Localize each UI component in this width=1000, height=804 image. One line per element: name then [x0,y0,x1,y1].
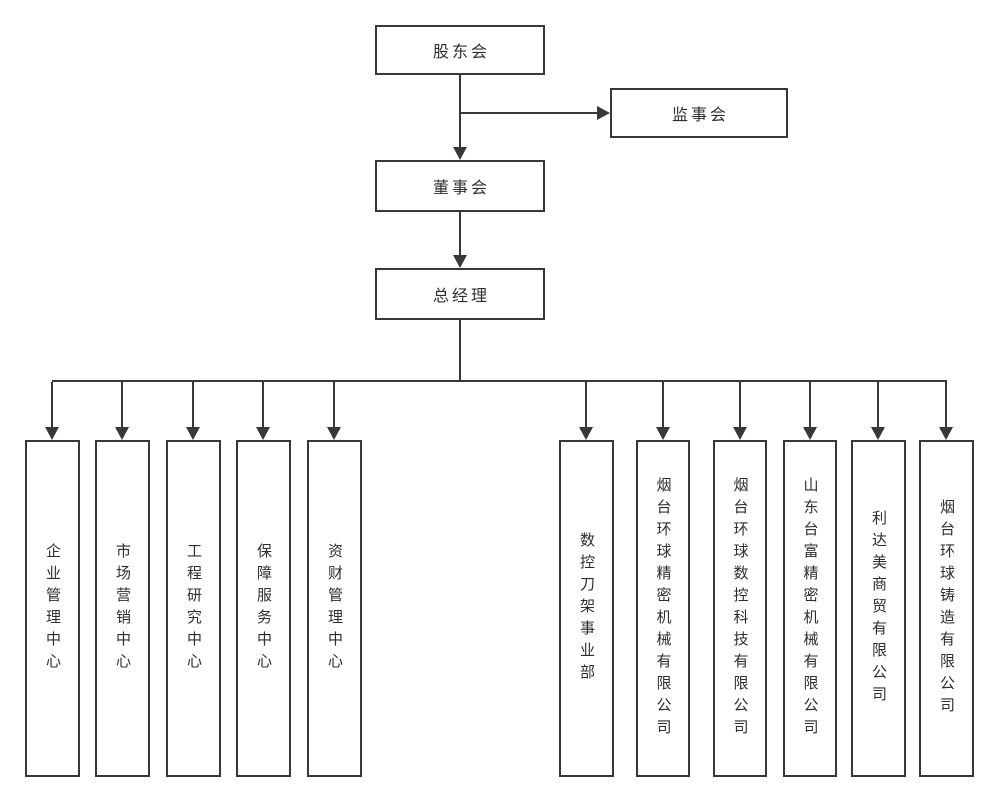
arrow-down-icon [453,255,467,268]
arrow-down-icon [733,427,747,440]
unit-label: 山东台富精密机械有限公司 [801,476,819,741]
unit-label: 企业管理中心 [44,542,61,675]
node-supervisory-board: 监事会 [610,88,788,138]
unit-box-engineering-research: 工程研究中心 [166,440,221,777]
unit-label: 市场营销中心 [114,542,131,675]
unit-box-cnc-tool-holder-division: 数控刀架事业部 [559,440,614,777]
arrow-down-icon [186,427,200,440]
unit-box-enterprise-management: 企业管理中心 [25,440,80,777]
connector-drop-line [192,382,194,428]
unit-label: 保障服务中心 [255,542,272,675]
connector-drop-line [739,382,741,428]
arrow-down-icon [453,147,467,160]
connector-shareholders-supervisory-line [459,112,598,114]
arrow-down-icon [115,427,129,440]
connector-drop-line [585,382,587,428]
arrow-down-icon [939,427,953,440]
unit-box-yantai-huanqiu-casting: 烟台环球铸造有限公司 [919,440,974,777]
arrow-down-icon [579,427,593,440]
node-shareholders-label: 股东会 [432,44,490,61]
unit-label: 烟台环球数控科技有限公司 [731,476,749,741]
arrow-down-icon [803,427,817,440]
connector-drop-line [333,382,335,428]
unit-label: 利达美商贸有限公司 [870,509,887,708]
unit-box-asset-management: 资财管理中心 [307,440,362,777]
unit-label: 烟台环球铸造有限公司 [938,498,955,719]
arrow-down-icon [871,427,885,440]
arrow-right-icon [597,106,610,120]
connector-drop-line [877,382,879,428]
unit-label: 资财管理中心 [326,542,343,675]
arrow-down-icon [656,427,670,440]
connector-shareholders-board-line [459,75,461,148]
unit-label: 烟台环球精密机械有限公司 [654,476,672,741]
connector-bus-line [52,380,947,382]
arrow-down-icon [327,427,341,440]
arrow-down-icon [256,427,270,440]
connector-drop-line [262,382,264,428]
unit-box-lidamei-trading: 利达美商贸有限公司 [851,440,906,777]
node-shareholders: 股东会 [375,25,545,75]
node-supervisory-board-label: 监事会 [671,107,729,124]
connector-gm-bus-line [459,320,461,382]
connector-drop-line [662,382,664,428]
connector-drop-line [121,382,123,428]
node-board-of-directors-label: 董事会 [432,180,490,197]
connector-board-gm-line [459,212,461,256]
connector-drop-line [51,382,53,428]
unit-box-yantai-huanqiu-cnc-technology: 烟台环球数控科技有限公司 [713,440,767,777]
unit-box-marketing: 市场营销中心 [95,440,150,777]
connector-drop-line [945,382,947,428]
node-board-of-directors: 董事会 [375,160,545,212]
unit-label: 数控刀架事业部 [578,531,595,686]
node-general-manager-label: 总经理 [432,288,490,305]
unit-label: 工程研究中心 [185,542,202,675]
arrow-down-icon [45,427,59,440]
connector-drop-line [809,382,811,428]
node-general-manager: 总经理 [375,268,545,320]
unit-box-shandong-taifu-precision-machinery: 山东台富精密机械有限公司 [783,440,837,777]
unit-box-yantai-huanqiu-precision-machinery: 烟台环球精密机械有限公司 [636,440,690,777]
unit-box-support-services: 保障服务中心 [236,440,291,777]
